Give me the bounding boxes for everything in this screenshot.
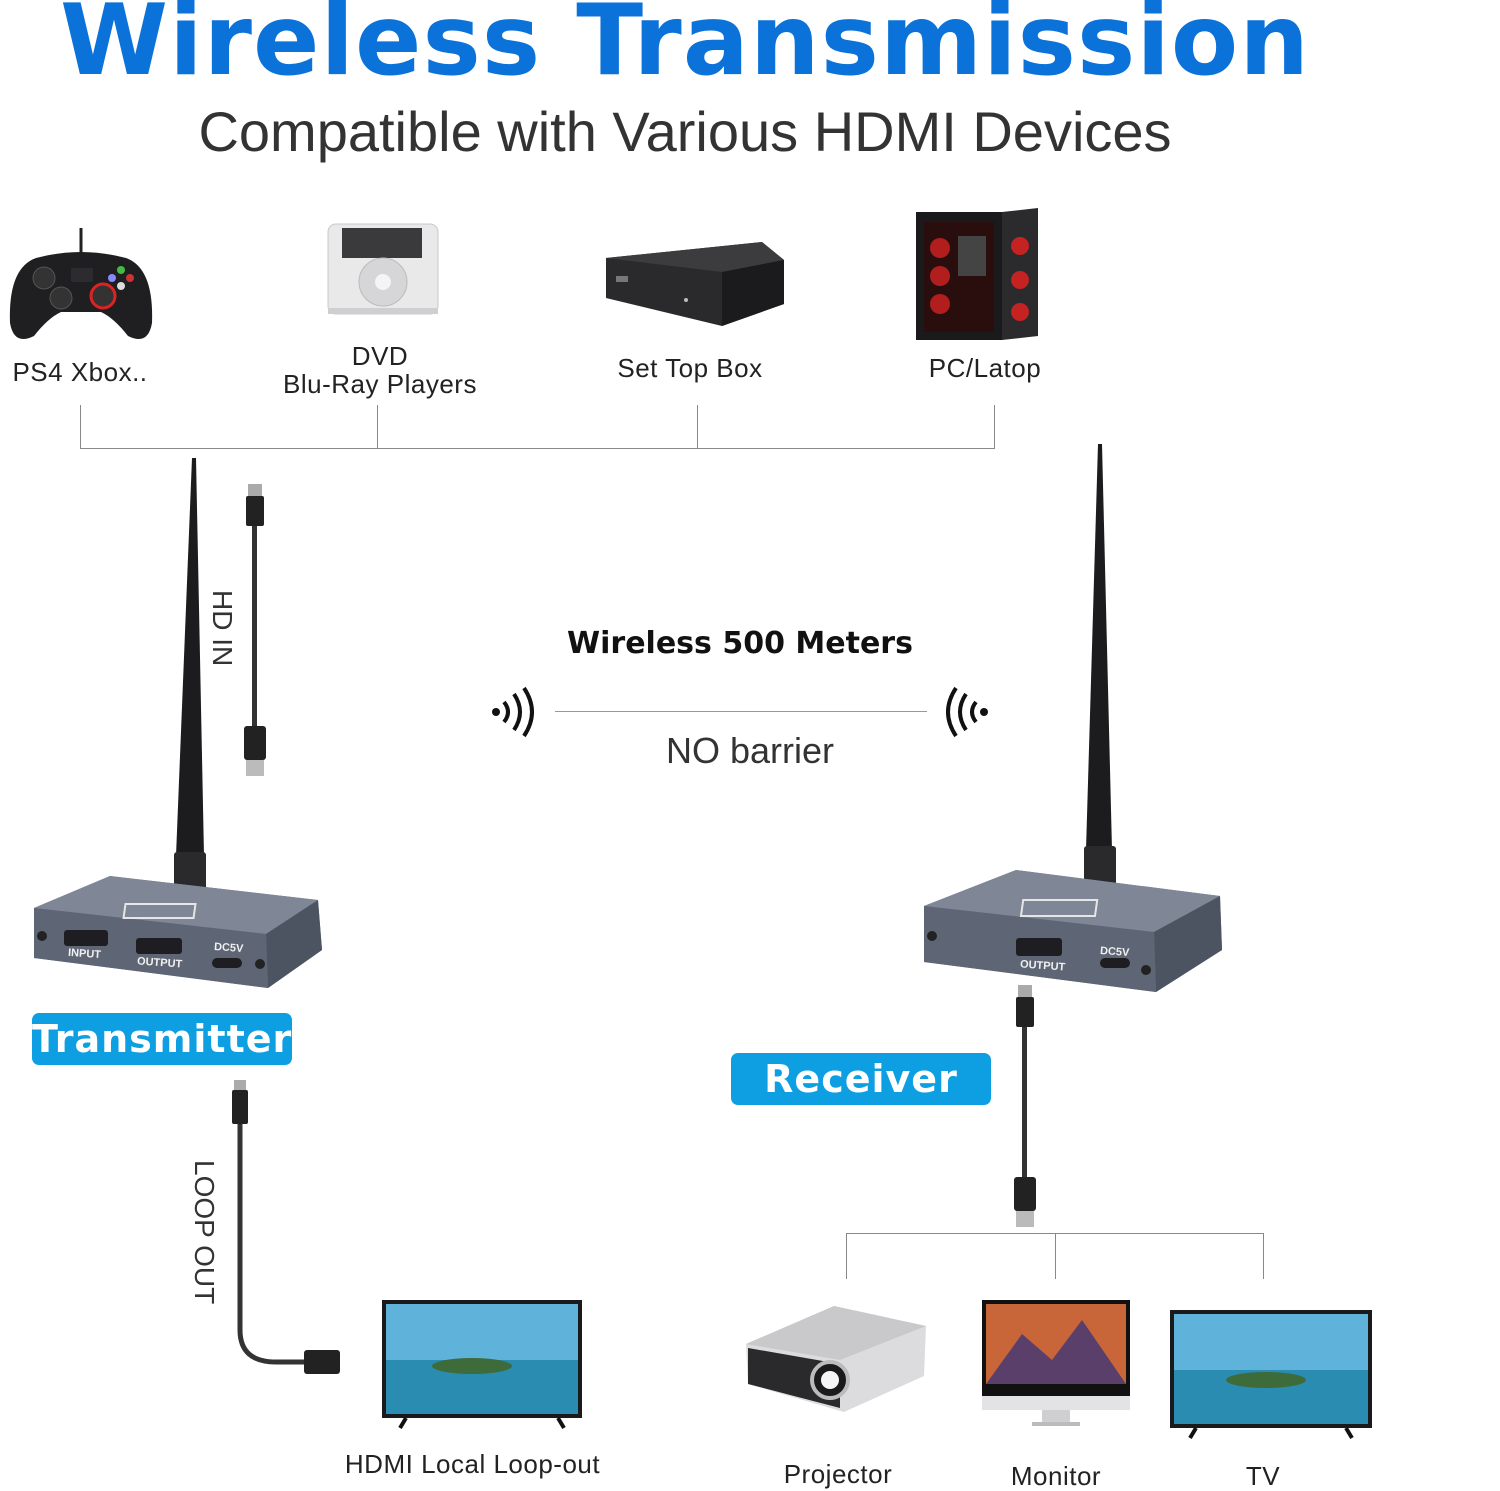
- output-label-tv: TV: [1245, 1461, 1281, 1491]
- hd-in-label: HD IN: [207, 590, 238, 667]
- loop-out-tv-icon: [382, 1300, 582, 1430]
- source-label-dvd-line1: DVD: [351, 341, 409, 371]
- output-bracket-tick: [1055, 1233, 1056, 1279]
- game-controller-icon: [9, 228, 153, 340]
- signal-out-icon: [492, 686, 534, 738]
- hdmi-in-cable: [244, 484, 266, 776]
- loop-out-label: LOOP OUT: [189, 1160, 220, 1305]
- source-bracket-tick: [697, 405, 698, 449]
- source-label-console: PS4 Xbox..: [12, 357, 148, 387]
- tv-icon: [1170, 1310, 1372, 1440]
- pc-tower-icon: [916, 208, 1038, 340]
- link-line: [555, 711, 927, 712]
- monitor-icon: [982, 1300, 1130, 1426]
- transmitter-antenna: [174, 458, 206, 892]
- transmitter-device: [34, 876, 322, 988]
- loop-out-label-caption: HDMI Local Loop-out: [344, 1449, 601, 1479]
- source-bracket-tick: [80, 405, 81, 449]
- source-label-dvd: DVD Blu-Ray Players: [270, 342, 490, 398]
- source-label-settop: Set Top Box: [617, 353, 763, 383]
- page-title: Wireless Transmission: [59, 0, 1311, 98]
- receiver-output-cable: [1014, 985, 1036, 1227]
- source-label-pc: PC/Latop: [928, 353, 1042, 383]
- source-bracket-tick: [377, 405, 378, 449]
- page-subtitle: Compatible with Various HDMI Devices: [198, 100, 1172, 163]
- output-label-projector: Projector: [783, 1459, 893, 1489]
- output-label-monitor: Monitor: [1010, 1461, 1102, 1491]
- link-note: NO barrier: [665, 730, 835, 771]
- transmitter-port-power: DC5V: [213, 940, 244, 956]
- receiver-port-power: DC5V: [1099, 944, 1130, 960]
- output-bracket-tick: [1263, 1233, 1264, 1279]
- transmitter-badge: Transmitter: [32, 1013, 292, 1065]
- source-bracket-tick: [994, 405, 995, 449]
- source-bracket: [80, 448, 995, 449]
- receiver-antenna: [1084, 444, 1116, 886]
- output-bracket-tick: [846, 1233, 847, 1279]
- loop-out-cable: [232, 1080, 340, 1374]
- projector-icon: [746, 1306, 926, 1412]
- dvd-player-icon: [327, 223, 439, 315]
- source-label-dvd-line2: Blu-Ray Players: [283, 369, 477, 399]
- link-distance: Wireless 500 Meters: [567, 626, 913, 661]
- transmitter-port-input: INPUT: [67, 946, 102, 962]
- set-top-box-icon: [606, 242, 784, 326]
- receiver-device: [924, 870, 1222, 992]
- receiver-badge: Receiver: [731, 1053, 991, 1105]
- signal-in-icon: [946, 686, 988, 738]
